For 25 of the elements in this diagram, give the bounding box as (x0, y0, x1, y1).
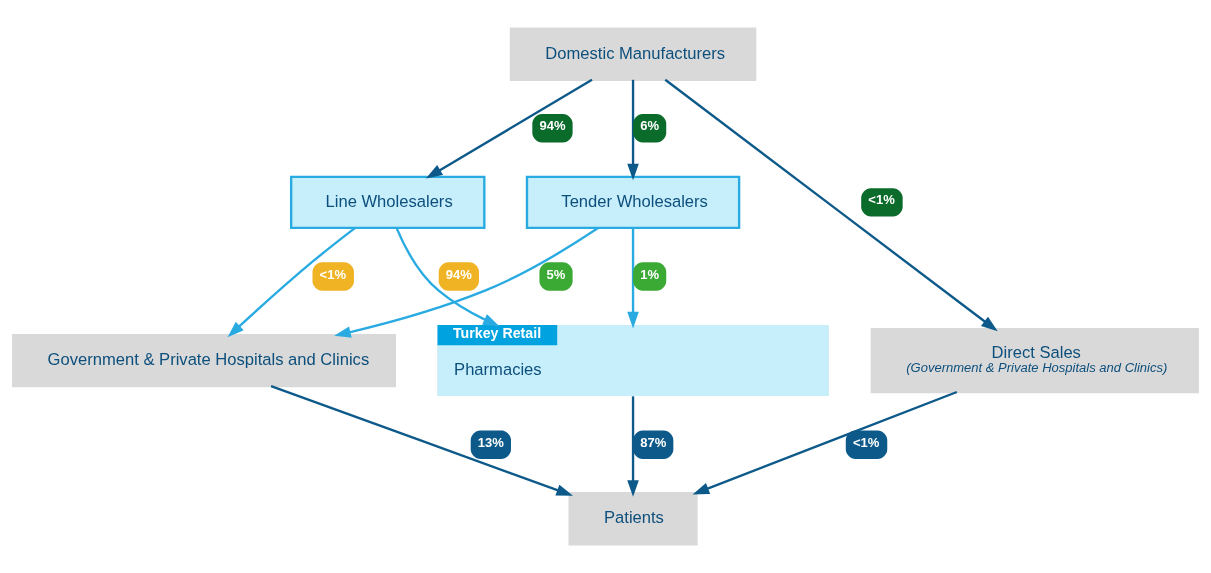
edge-label: 87% (640, 434, 667, 450)
edge-label: 94% (445, 266, 472, 282)
edge-label: <1% (319, 266, 347, 282)
edge-label: 94% (539, 118, 566, 134)
arrow (627, 227, 639, 329)
arrow (692, 390, 958, 495)
node-box: Direct Sales (Government & Private Hospitals and Clinics) (870, 327, 1199, 394)
arrow (395, 227, 500, 327)
edge-label: 6% (640, 118, 659, 134)
edge-label: 5% (546, 266, 566, 282)
arrow (334, 227, 599, 338)
arrow (270, 385, 573, 496)
node-box: Line Wholesalers (289, 175, 486, 230)
edge-label: 1% (640, 266, 659, 282)
arrow (425, 78, 593, 179)
node-box: Patients (568, 492, 698, 546)
node-box: Domestic Manufacturers (509, 27, 757, 81)
arrow (627, 79, 639, 181)
arrow (627, 396, 639, 497)
node-box: Tender Wholesalers (525, 175, 741, 230)
arrow (664, 78, 998, 332)
node-box: Government & Private Hospitals and Clinics (12, 333, 397, 388)
edge-label: 13% (477, 434, 504, 450)
edge-label: <1% (868, 192, 895, 208)
edge-label: <1% (852, 434, 880, 450)
